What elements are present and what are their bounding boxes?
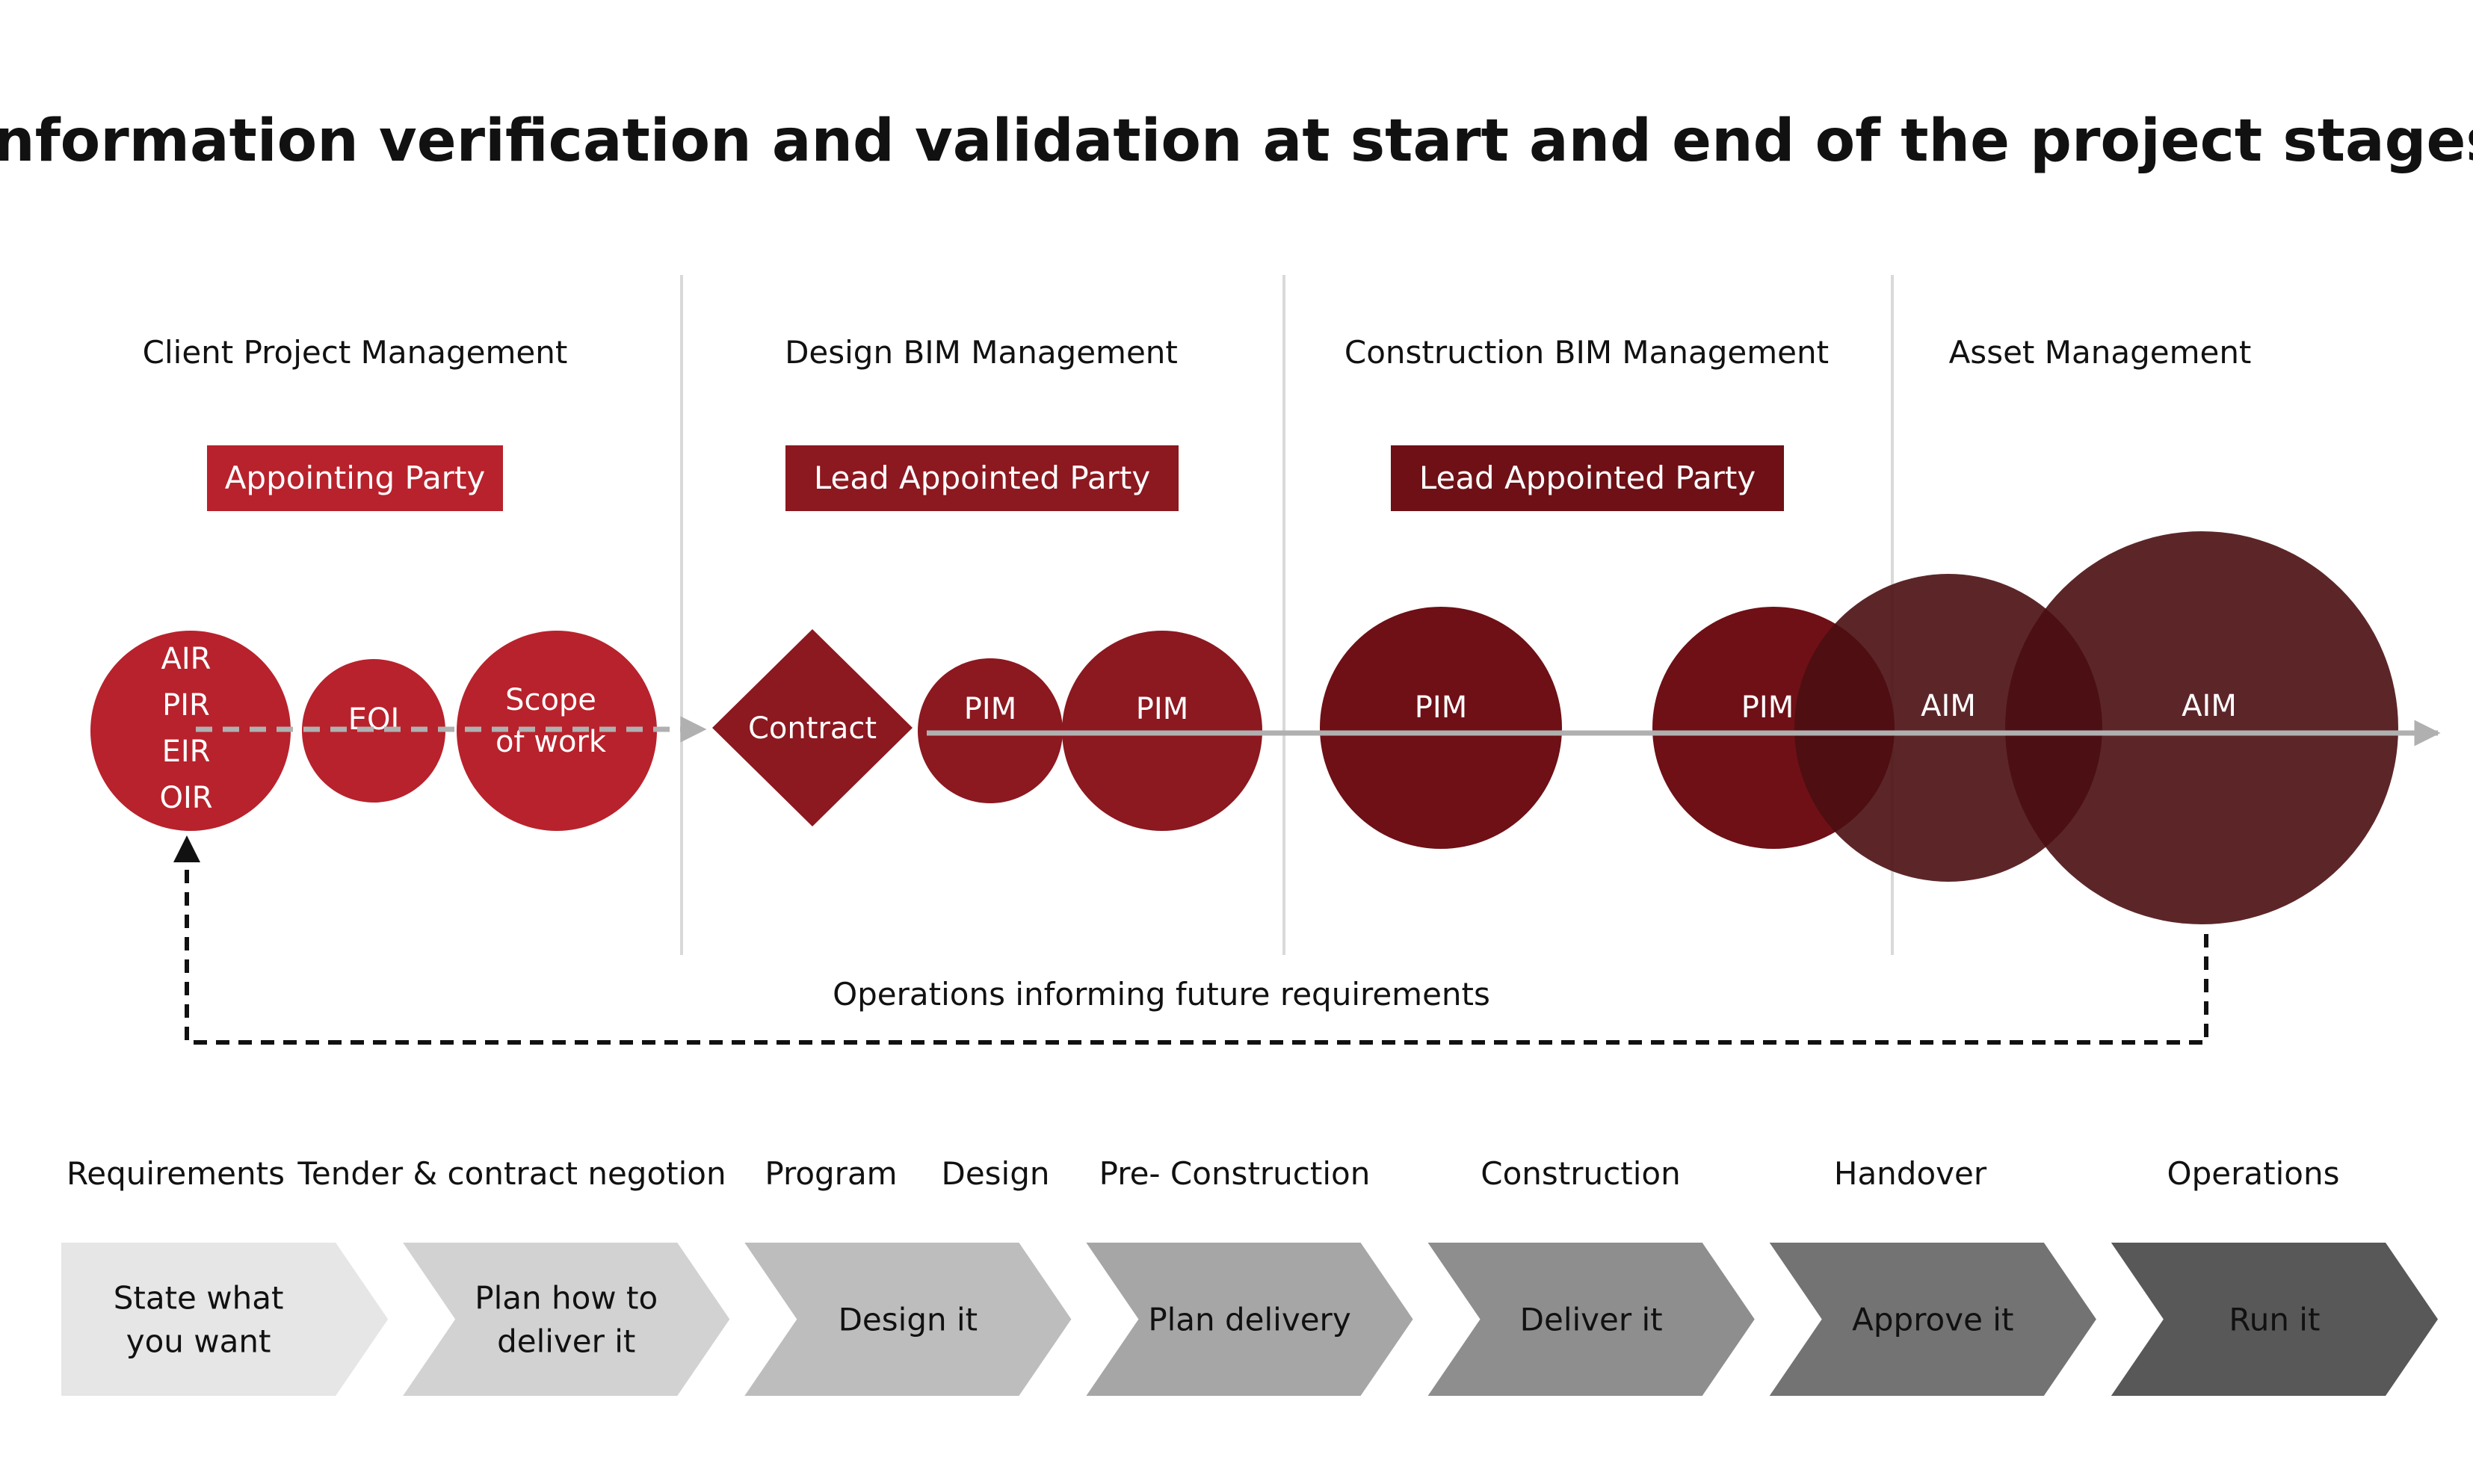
svg-text:AIR: AIR	[161, 642, 212, 676]
svg-text:PIM: PIM	[1136, 692, 1188, 726]
chevron-step-3	[744, 1243, 1072, 1396]
svg-text:AIM: AIM	[2182, 689, 2237, 723]
chevron-step-1-label: you want	[126, 1323, 271, 1360]
svg-text:PIM: PIM	[1415, 690, 1467, 725]
stage-label-operations: Operations	[2167, 1155, 2340, 1192]
svg-text:AIM: AIM	[1921, 689, 1976, 723]
stage-label-program: Program	[765, 1155, 897, 1192]
pim-circle-construction: PIM	[1320, 607, 1562, 849]
svg-text:Contract: Contract	[748, 711, 877, 746]
stage-label-pre-construction: Pre- Construction	[1099, 1155, 1371, 1192]
feedback-arrow-head	[173, 835, 200, 862]
chevron-step-3-label: Design it	[839, 1302, 978, 1338]
chevron-step-6	[1769, 1243, 2096, 1396]
stage-label-construction: Construction	[1481, 1155, 1680, 1192]
stage-label-tender: Tender & contract negotion	[297, 1155, 726, 1192]
aim-circle-large: AIM	[2005, 531, 2398, 924]
stage-labels: Requirements Tender & contract negotion …	[67, 1155, 2339, 1192]
badge-lead-appointed-party-design: Lead Appointed Party	[785, 445, 1179, 511]
svg-text:PIM: PIM	[964, 692, 1016, 726]
badge-lead-appointed-party-construction: Lead Appointed Party	[1391, 445, 1784, 511]
requirements-circle: AIR PIR EIR OIR	[90, 631, 291, 831]
chevron-step-2-label: Plan how to	[475, 1280, 658, 1317]
svg-text:PIM: PIM	[1741, 690, 1794, 725]
process-chevrons: State what you want Plan how to deliver it D…	[61, 1243, 2438, 1396]
svg-text:Lead Appointed Party: Lead Appointed Party	[814, 460, 1150, 496]
section-heading-construction: Construction BIM Management	[1344, 334, 1829, 371]
stage-label-handover: Handover	[1834, 1155, 1987, 1192]
chevron-step-7	[2111, 1243, 2438, 1396]
contract-diamond: Contract	[712, 629, 913, 826]
chevron-step-1-label: State what	[114, 1280, 284, 1317]
svg-text:EIR: EIR	[162, 735, 211, 769]
svg-text:Appointing Party: Appointing Party	[225, 460, 486, 496]
svg-text:PIR: PIR	[162, 688, 210, 723]
section-heading-client: Client Project Management	[143, 334, 568, 371]
section-heading-design: Design BIM Management	[785, 334, 1178, 371]
chevron-step-4-label: Plan delivery	[1148, 1302, 1350, 1338]
chevron-step-5	[1427, 1243, 1755, 1396]
chevron-step-2-label: deliver it	[497, 1323, 635, 1360]
chevron-step-7-label: Run it	[2229, 1302, 2320, 1338]
stage-label-requirements: Requirements	[67, 1155, 285, 1192]
svg-text:Scope: Scope	[505, 683, 596, 717]
stage-label-design: Design	[941, 1155, 1049, 1192]
chevron-step-4	[1086, 1243, 1413, 1396]
section-dividers	[680, 275, 1894, 955]
badge-appointing-party: Appointing Party	[207, 445, 503, 511]
chevron-step-6-label: Approve it	[1852, 1302, 2013, 1338]
svg-text:OIR: OIR	[159, 781, 212, 815]
chevron-step-1	[61, 1243, 389, 1396]
chevron-step-2	[403, 1243, 730, 1396]
chevron-step-5-label: Deliver it	[1520, 1302, 1663, 1338]
section-heading-asset: Asset Management	[1949, 334, 2252, 371]
feedback-loop	[173, 835, 2208, 1045]
svg-text:Lead Appointed Party: Lead Appointed Party	[1419, 460, 1756, 496]
feedback-label: Operations informing future requirements	[833, 976, 1490, 1012]
page-title: Information verification and validation …	[0, 108, 2473, 175]
